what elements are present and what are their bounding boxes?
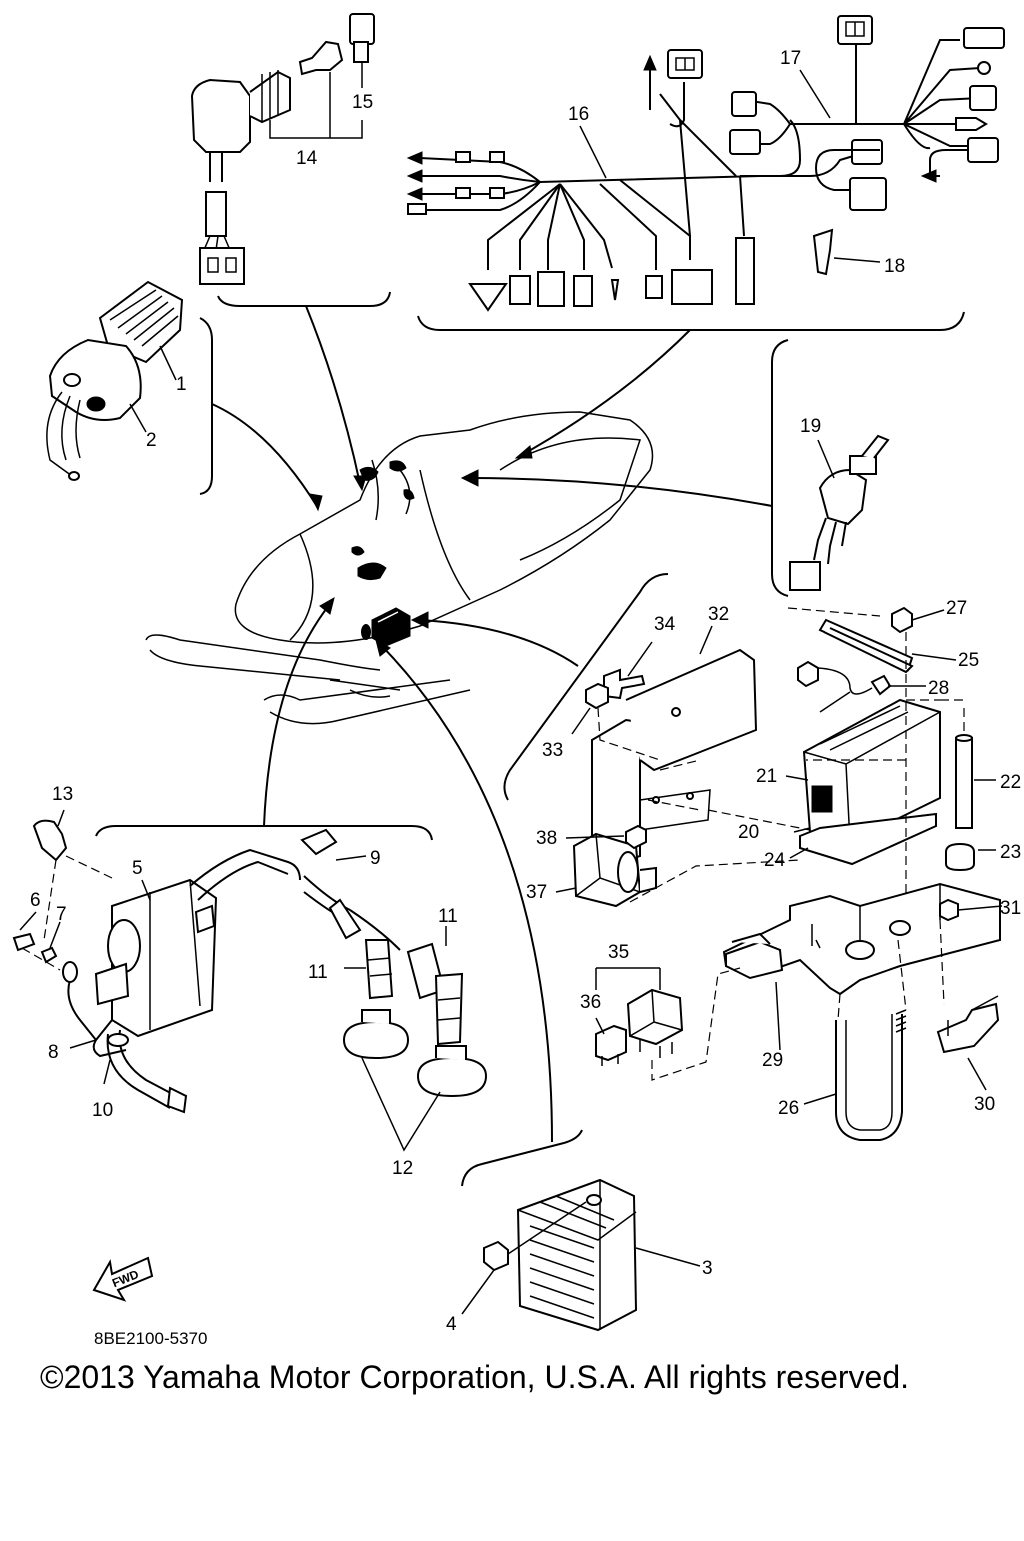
callout-12: 12 (392, 1158, 413, 1179)
assembly-dashes (21, 855, 113, 971)
callout-7: 7 (56, 904, 67, 925)
copyright-notice: ©2013 Yamaha Motor Corporation, U.S.A. A… (40, 1359, 909, 1395)
callout-25: 25 (958, 650, 979, 671)
callout-38: 38 (536, 828, 557, 849)
ignition-coil-part (12, 819, 488, 1114)
callout-line (579, 125, 607, 179)
leader-arrow (211, 403, 319, 509)
callout-20: 20 (738, 822, 759, 843)
callout-29: 29 (762, 1050, 783, 1071)
assembly-dashes (787, 607, 965, 960)
callout-37: 37 (526, 882, 547, 903)
relay-fuse-part (595, 988, 684, 1066)
callout-18: 18 (884, 256, 905, 277)
callout-4: 4 (446, 1314, 457, 1335)
fwd-arrow-icon: FWD (92, 1256, 154, 1302)
callout-9: 9 (370, 848, 381, 869)
leader-arrow (519, 329, 691, 457)
callout-line (571, 707, 591, 735)
callout-line (19, 879, 151, 949)
bracket-3 (461, 1129, 583, 1187)
assembly-dashes (651, 967, 741, 1081)
callout-28: 28 (928, 678, 949, 699)
callout-15: 15 (352, 92, 373, 113)
assembly-dashes (837, 919, 945, 1021)
callout-23: 23 (1000, 842, 1021, 863)
callout-26: 26 (778, 1098, 799, 1119)
callout-36: 36 (580, 992, 601, 1013)
callout-27: 27 (946, 598, 967, 619)
callout-22: 22 (1000, 772, 1021, 793)
callout-31: 31 (1000, 898, 1021, 919)
callout-33: 33 (542, 740, 563, 761)
callout-8: 8 (48, 1042, 59, 1063)
bracket-32 (503, 573, 669, 801)
leader-arrow (305, 305, 361, 485)
handlebar-switch-part (46, 280, 184, 481)
wire-harness-part (406, 15, 1005, 312)
callout-line (595, 1017, 605, 1035)
callout-3: 3 (702, 1258, 713, 1279)
callout-16: 16 (568, 104, 589, 125)
callout-6: 6 (30, 890, 41, 911)
battery-part (797, 606, 975, 872)
leader-arrow (379, 643, 553, 1143)
callout-line (461, 1201, 701, 1315)
callout-line (595, 967, 661, 990)
callout-5: 5 (132, 858, 143, 879)
regulator-part (483, 1178, 638, 1332)
toggle-switch-part (789, 434, 890, 591)
callout-24: 24 (764, 850, 786, 871)
bracket-16 (417, 311, 965, 331)
snowmobile-outline (145, 411, 654, 725)
bracket-1-2 (199, 317, 213, 495)
callout-line (555, 835, 625, 893)
callout-30: 30 (974, 1094, 995, 1115)
callout-32: 32 (708, 604, 729, 625)
callout-line (817, 439, 835, 479)
battery-cover-part (585, 648, 811, 872)
callout-line (627, 641, 653, 677)
callout-line (799, 69, 831, 119)
callout-line (775, 905, 1003, 1105)
leader-arrow (263, 603, 331, 827)
callout-21: 21 (756, 766, 777, 787)
callout-11a: 11 (308, 962, 328, 983)
callout-2: 2 (146, 430, 157, 451)
callout-14: 14 (296, 148, 318, 169)
callout-10: 10 (92, 1100, 113, 1121)
callout-lines (785, 609, 996, 859)
callout-19: 19 (800, 416, 821, 437)
assembly-dashes (629, 859, 801, 903)
callout-line (361, 1057, 441, 1152)
callout-line (833, 257, 881, 263)
callout-17: 17 (780, 48, 801, 69)
main-switch-part (190, 13, 375, 285)
callout-13: 13 (52, 784, 73, 805)
callout-1: 1 (176, 374, 187, 395)
leader-arrow (469, 477, 773, 507)
callout-line (57, 809, 111, 1085)
callout-34: 34 (654, 614, 676, 635)
battery-bracket-part (722, 882, 1001, 1141)
callout-line (159, 345, 177, 381)
callout-11b: 11 (438, 906, 458, 927)
diagram-code: 8BE2100-5370 (94, 1329, 207, 1348)
leader-arrow (419, 619, 579, 667)
callout-line (699, 625, 713, 655)
bracket-14 (217, 291, 391, 307)
starter-relay-part (572, 824, 657, 908)
callout-line (335, 855, 447, 969)
callout-line (269, 62, 363, 139)
bracket-ignition (95, 825, 433, 841)
callout-35: 35 (608, 942, 629, 963)
cdi-box-icon (361, 607, 411, 647)
callout-line (129, 403, 147, 433)
bracket-19 (771, 339, 789, 597)
